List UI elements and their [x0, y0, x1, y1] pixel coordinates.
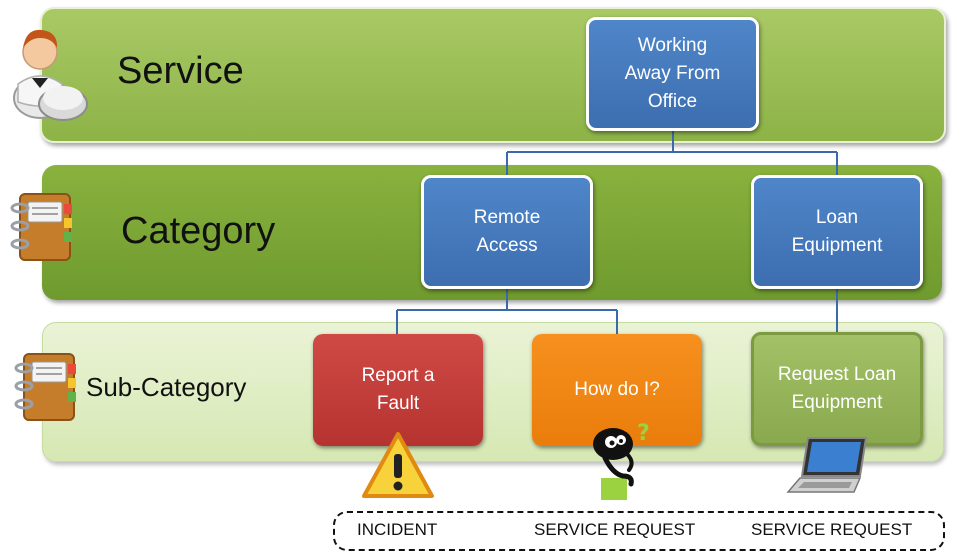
node-request-loan-equipment: Request Loan Equipment	[751, 332, 923, 446]
type-label-incident: INCIDENT	[357, 520, 438, 539]
notebook-icon	[14, 353, 76, 421]
thinking-figure-icon: ?	[593, 421, 650, 500]
node-report-a-fault: Report a Fault	[313, 334, 483, 446]
node-how-do-i: How do I?	[532, 334, 702, 446]
warning-icon	[362, 432, 434, 498]
type-label-service-request-1: SERVICE REQUEST	[534, 520, 696, 539]
node-working-away-from-office: Working Away From Office	[586, 17, 759, 131]
level-label-category: Category	[121, 210, 276, 252]
level-label-service: Service	[117, 50, 244, 92]
service-band	[40, 7, 946, 143]
level-label-sub-category: Sub-Category	[86, 372, 247, 402]
node-loan-equipment: Loan Equipment	[751, 175, 923, 289]
type-label-service-request-2: SERVICE REQUEST	[751, 520, 913, 539]
notebook-icon	[10, 193, 72, 261]
node-remote-access: Remote Access	[421, 175, 593, 289]
request-type-container	[333, 511, 945, 551]
svg-text:?: ?	[637, 421, 650, 446]
butler-icon	[13, 29, 88, 121]
laptop-icon	[786, 437, 868, 493]
